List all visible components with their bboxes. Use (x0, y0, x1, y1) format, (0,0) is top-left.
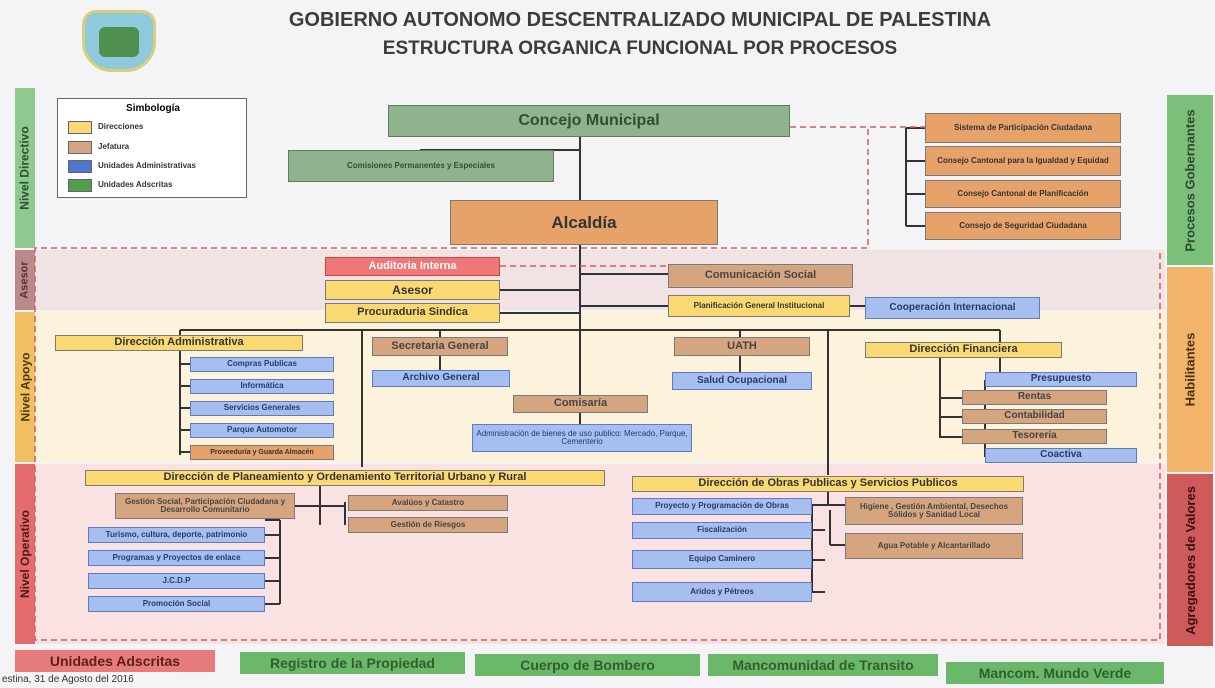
node-gestion-riesgos: Gestión de Riesgos (348, 517, 508, 533)
node-concejo-municipal: Concejo Municipal (388, 105, 790, 137)
node-direccion-administrativa: Dirección Administrativa (55, 335, 303, 351)
node-uath: UATH (674, 337, 810, 356)
bottom-unidades-adscritas: Unidades Adscritas (15, 650, 215, 672)
node-salud-ocupacional: Salud Ocupacional (672, 372, 812, 390)
node-council-igualdad: Consejo Cantonal para la Igualdad y Equi… (925, 146, 1121, 176)
node-cooperacion: Cooperación Internacional (865, 297, 1040, 319)
unit-presupuesto: Presupuesto (985, 372, 1137, 387)
legend-swatch-jefatura (68, 141, 92, 154)
unit-equipo-caminero: Equipo Caminero (632, 550, 812, 569)
unit-compras-publicas: Compras Publicas (190, 357, 334, 372)
page-subtitle: ESTRUCTURA ORGANICA FUNCIONAL POR PROCES… (382, 38, 898, 59)
footer-date: estina, 31 de Agosto del 2016 (2, 674, 134, 685)
unit-aridos-petreos: Aridos y Pétreos (632, 582, 812, 602)
unit-parque-automotor: Parque Automotor (190, 423, 334, 438)
node-council-planificacion: Consejo Cantonal de Planificación (925, 180, 1121, 208)
bottom-mancom-mundo-verde: Mancom. Mundo Verde (946, 662, 1164, 684)
node-direccion-obras: Dirección de Obras Publicas y Servicios … (632, 476, 1024, 492)
node-planificacion: Planificación General Institucional (668, 295, 850, 317)
node-direccion-financiera: Dirección Financiera (865, 342, 1062, 358)
process-label-gobernantes: Procesos Gobernantes (1167, 95, 1213, 265)
unit-informatica: Informática (190, 379, 334, 394)
municipal-seal-icon (82, 10, 156, 72)
unit-proyecto-programacion-obras: Proyecto y Programación de Obras (632, 498, 812, 515)
unit-jcdp: J.C.D.P (88, 573, 265, 589)
node-comisiones: Comisiones Permanentes y Especiales (288, 150, 554, 182)
process-label-agregadores: Agregadores de Valores (1167, 474, 1213, 646)
bottom-mancomunidad-transito: Mancomunidad de Transito (708, 654, 938, 676)
unit-contabilidad: Contabilidad (962, 409, 1107, 424)
legend: Simbología Direcciones Jefatura Unidades… (57, 98, 247, 198)
node-higiene-gestion-ambiental: Higiene , Gestión Ambiental, Desechos Só… (845, 497, 1023, 525)
legend-label-unidades-administrativas: Unidades Administrativas (98, 161, 196, 170)
unit-servicios-generales: Servicios Generales (190, 401, 334, 416)
node-bienes-uso-publico: Administración de bienes de uso publico:… (472, 424, 692, 452)
node-archivo-general: Archivo General (372, 370, 510, 387)
process-label-habilitantes: Habilitantes (1167, 267, 1213, 472)
unit-tesoreria: Tesorería (962, 429, 1107, 444)
level-label-apoyo: Nivel Apoyo (15, 312, 35, 462)
node-direccion-planeamiento: Dirección de Planeamiento y Ordenamiento… (85, 470, 605, 486)
node-council-seguridad: Consejo de Seguridad Ciudadana (925, 212, 1121, 240)
unit-rentas: Rentas (962, 390, 1107, 405)
level-label-asesor: Asesor (15, 250, 35, 310)
node-comisaria: Comisaría (513, 395, 648, 413)
node-secretaria-general: Secretaria General (372, 337, 508, 356)
node-gestion-social: Gestión Social, Participación Ciudadana … (115, 493, 295, 519)
unit-programas-proyectos: Programas y Proyectos de enlace (88, 550, 265, 566)
node-comunicacion-social: Comunicación Social (668, 264, 853, 288)
legend-title: Simbología (126, 103, 180, 114)
node-council-participacion: Sistema de Participación Ciudadana (925, 113, 1121, 143)
level-label-directivo: Nivel Directivo (15, 88, 35, 248)
unit-fiscalizacion: Fiscalización (632, 522, 812, 539)
legend-swatch-unidades-adscritas (68, 179, 92, 192)
level-label-operativo: Nivel Operativo (15, 464, 35, 644)
bottom-cuerpo-bombero: Cuerpo de Bombero (475, 654, 700, 676)
node-procuraduria: Procuraduria Sindica (325, 303, 500, 323)
legend-label-jefatura: Jefatura (98, 142, 130, 151)
legend-label-unidades-adscritas: Unidades Adscritas (98, 180, 173, 189)
node-auditoria-interna: Auditoria Interna (325, 257, 500, 276)
page-title: GOBIERNO AUTONOMO DESCENTRALIZADO MUNICI… (288, 9, 992, 31)
unit-turismo-cultura: Turismo, cultura, deporte, patrimonio (88, 527, 265, 543)
legend-swatch-unidades-administrativas (68, 160, 92, 173)
legend-swatch-direcciones (68, 121, 92, 134)
unit-promocion-social: Promoción Social (88, 596, 265, 612)
unit-coactiva: Coactiva (985, 448, 1137, 463)
bottom-registro-propiedad: Registro de la Propiedad (240, 652, 465, 674)
node-avaluos-catastro: Avalúos y Catastro (348, 495, 508, 511)
node-alcaldia: Alcaldía (450, 200, 718, 245)
node-asesor: Asesor (325, 280, 500, 300)
legend-label-direcciones: Direcciones (98, 122, 144, 131)
unit-proveeduria: Proveeduría y Guarda Almacén (190, 445, 334, 460)
node-agua-potable: Agua Potable y Alcantarillado (845, 533, 1023, 559)
